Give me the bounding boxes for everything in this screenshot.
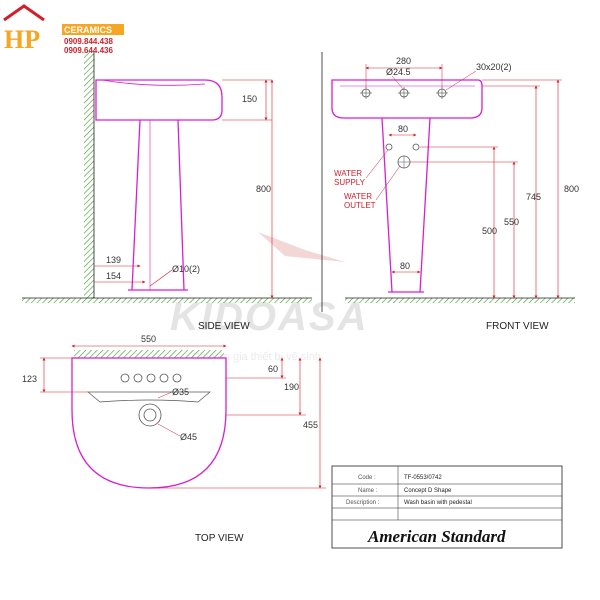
logo-phone-2: 0909.644.436: [64, 46, 113, 55]
side-wall-hatch: [84, 52, 94, 298]
top-drain-outer: [138, 403, 162, 427]
water-supply-label-2: SUPPLY: [334, 178, 366, 187]
front-basin-outline: [331, 79, 483, 119]
code-label: Code :: [358, 475, 376, 481]
top-dim-455: 455: [303, 420, 318, 430]
name-label: Name :: [358, 488, 378, 494]
front-dim-280: 280: [396, 56, 411, 66]
water-supply-hole-right: [412, 143, 420, 151]
top-basin-outline: [71, 357, 227, 489]
front-slot-size: 30x20(2): [476, 62, 512, 72]
front-dia-245: Ø24.5: [386, 67, 411, 77]
house-roof-icon: [3, 4, 45, 22]
description-label: Description :: [346, 500, 380, 506]
side-pedestal-outline: [131, 119, 185, 291]
logo-hp: HP: [4, 25, 40, 54]
front-dim-80-top: 80: [398, 124, 408, 134]
front-floor-hatch: [345, 298, 575, 303]
description-value: Wash basin with pedestal: [404, 500, 472, 506]
top-dim-190: 190: [284, 382, 299, 392]
front-dim-800: 800: [564, 184, 579, 194]
watermark-swoosh-icon: [258, 232, 345, 262]
logo-ceramics: CERAMICS: [64, 25, 112, 35]
side-floor-hatch: [22, 298, 312, 303]
top-dia-35: Ø35: [172, 387, 189, 397]
top-dia-45: Ø45: [180, 432, 197, 442]
water-outlet-label-2: OUTLET: [344, 201, 376, 210]
front-dim-550: 550: [504, 217, 519, 227]
top-dim-550: 550: [141, 334, 156, 344]
water-supply-hole-left: [385, 143, 393, 151]
code-value: TF-0553/0742: [404, 475, 442, 481]
side-basin-outline: [95, 79, 223, 121]
top-faucet-holes: [120, 373, 182, 383]
logo-ceramics-banner: [62, 24, 124, 35]
top-dim-60: 60: [268, 364, 278, 374]
logo-phone-1: 0909.844.438: [64, 37, 113, 46]
title-block: Code : TF-0553/0742 Name : Concept D Sha…: [331, 465, 563, 549]
watermark: KIDOASA Chuyên gia thiết bị vệ sinh: [170, 232, 366, 363]
american-standard-logo: American Standard: [367, 527, 506, 546]
front-dim-745: 745: [526, 192, 541, 202]
side-dia-10: Ø10(2): [172, 264, 200, 274]
top-view-title: TOP VIEW: [195, 533, 244, 544]
front-faucet-holes: [360, 87, 448, 99]
side-dim-139: 139: [106, 255, 121, 265]
watermark-tagline: Chuyên gia thiết bị vệ sinh: [192, 351, 321, 363]
front-view: 280 Ø24.5 30x20(2) 80 WATER SUPPLY WATER…: [321, 52, 579, 332]
name-value: Concept D Shape: [404, 488, 452, 494]
side-dim-154: 154: [106, 271, 121, 281]
top-view: 550 123 60 190 455 Ø35 Ø45 TOP VIEW: [22, 334, 326, 544]
top-drain-inner: [143, 408, 157, 422]
front-view-title: FRONT VIEW: [486, 321, 549, 332]
side-view: 150 800 139 154 Ø10(2) SIDE VIEW: [22, 52, 312, 332]
water-supply-label-1: WATER: [334, 169, 362, 178]
title-block-frame: [331, 465, 563, 549]
hp-ceramics-logo: HP CERAMICS 0909.844.438 0909.644.436: [3, 4, 124, 55]
front-dim-80-bottom: 80: [400, 261, 410, 271]
side-view-title: SIDE VIEW: [198, 321, 250, 332]
top-wall-hatch: [74, 350, 224, 358]
water-outlet-label-1: WATER: [344, 192, 372, 201]
side-dim-150: 150: [242, 94, 257, 104]
top-dim-123: 123: [22, 374, 37, 384]
front-dim-500: 500: [482, 226, 497, 236]
side-dim-800: 800: [256, 184, 271, 194]
